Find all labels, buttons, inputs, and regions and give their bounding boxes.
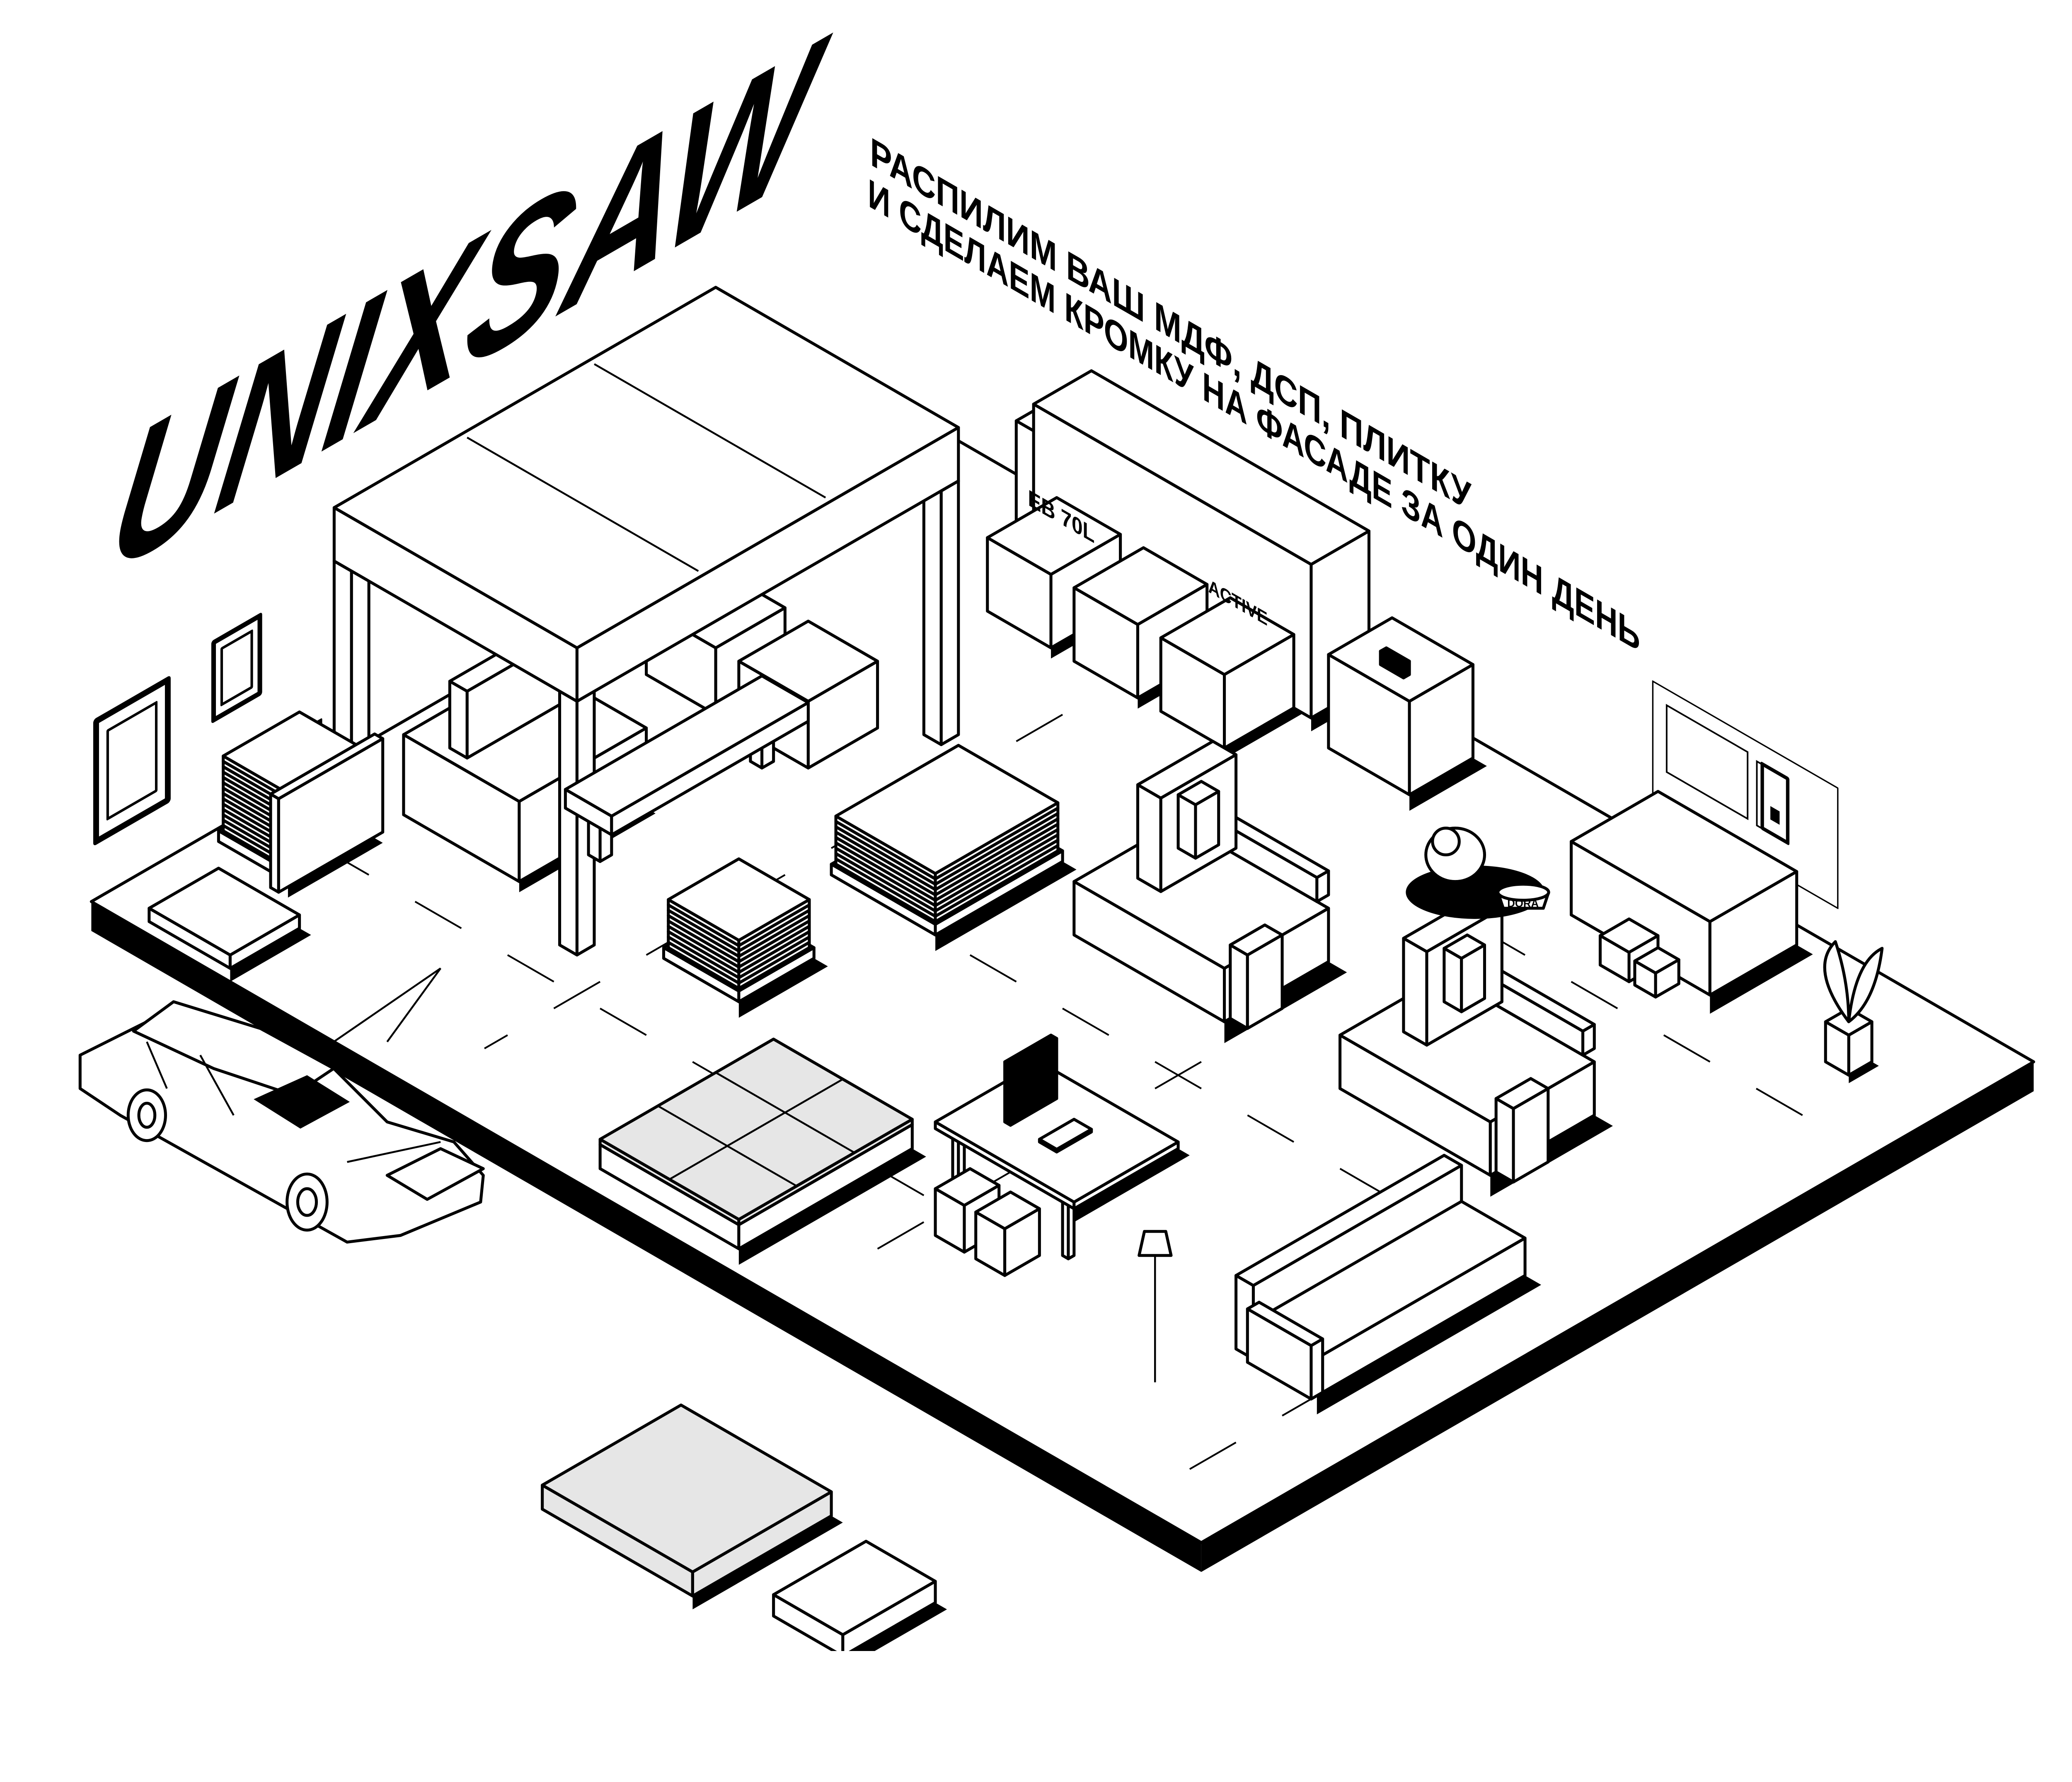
outdoor-tile-stacks <box>541 1404 947 1651</box>
sofa-back-top-face <box>1234 1154 1463 1287</box>
sofa-arm-side-face <box>1310 1337 1324 1401</box>
edge-bander-table-3 <box>1159 596 1303 759</box>
cnc-router-1 <box>1072 739 1347 1043</box>
large-sheet-stack-sheet <box>834 744 1060 880</box>
cnc-router-2-head-top-face <box>1443 933 1486 960</box>
potted-plant <box>1823 940 1884 1084</box>
sofa <box>1234 1154 1542 1415</box>
roof-panel-divider <box>593 363 826 499</box>
left-pallet-area <box>148 710 385 982</box>
cnc-router-1-control-box <box>1229 923 1284 1030</box>
roof <box>332 286 960 703</box>
cnc-router-1-head <box>1176 780 1220 860</box>
office-desk <box>934 1033 1190 1277</box>
floor-lamp <box>1138 1230 1173 1382</box>
edge-bander-table-1-top-face <box>986 496 1122 576</box>
floor-edge-front <box>91 902 1201 1572</box>
cnc-router-1-control-box-front-face <box>1229 943 1249 1030</box>
cabinet-clock <box>1379 646 1411 679</box>
car-hubcap-rear <box>137 1101 157 1129</box>
wall-picture-small <box>211 613 262 723</box>
trash-bin <box>1633 946 1680 999</box>
interior-cnc-gantry-front-face <box>448 679 469 760</box>
empty-pallet <box>148 866 311 982</box>
small-sheet-stack-sheet <box>667 857 811 947</box>
roof-top-face <box>332 286 960 650</box>
aisle-marking <box>322 847 948 1210</box>
cnc-router-2-gantry-front-face <box>1402 937 1428 1047</box>
cnc-router-1-head-top-face <box>1176 780 1220 806</box>
cabinet-clock-top-face <box>1379 646 1411 666</box>
lamp-shade <box>1138 1230 1173 1257</box>
conveyor-bed-top-face <box>564 674 810 818</box>
cnc-router-1-gantry-top-face <box>1136 739 1238 800</box>
outdoor-tiles-top-face <box>541 1404 833 1573</box>
wall-panel-switch <box>1760 761 1790 845</box>
cnc-router-2-control-box <box>1494 1077 1550 1184</box>
floor-edge-right <box>1201 1062 2034 1572</box>
trash-bin-top-face <box>1633 946 1680 975</box>
small-sheet-stack-sheet-top-face <box>667 857 811 942</box>
monitor-top-face <box>1003 1033 1058 1067</box>
outdoor-tiles <box>541 1404 843 1610</box>
sofa-arm <box>1246 1300 1324 1401</box>
keyboard <box>1038 1118 1093 1154</box>
right-post-front-face <box>922 479 943 747</box>
car-grille <box>385 1147 485 1201</box>
aisle-marking <box>1177 1281 1514 1477</box>
bowl-label: DORA <box>1507 898 1539 909</box>
car-hubcap-front <box>296 1187 318 1217</box>
plant-leaves <box>1823 940 1884 1023</box>
bowl-rim <box>1496 883 1550 902</box>
front-post-front-face <box>558 690 579 957</box>
keyboard-top-face <box>1038 1118 1093 1151</box>
car-pointer <box>333 967 441 1043</box>
chair-2 <box>974 1190 1041 1277</box>
car-windshield <box>254 1075 350 1129</box>
tile-seam <box>669 1078 844 1181</box>
edge-bander-table-3-top-face <box>1159 596 1295 676</box>
dog-head <box>1431 827 1461 856</box>
tile-seam <box>657 1105 797 1187</box>
chair-1-top-face <box>934 1167 1001 1207</box>
aisle-marking <box>1478 927 1826 1130</box>
cnc-router-1-gantry-front-face <box>1136 783 1162 893</box>
right-post <box>922 469 960 747</box>
roller-conveyor <box>564 674 810 863</box>
chair-2-top-face <box>974 1190 1041 1230</box>
leaning-panel-top-face <box>269 732 385 800</box>
car-door-lines <box>146 1041 441 1163</box>
cnc-router-2-head <box>1443 933 1486 1013</box>
cnc-router-2-control-box-top-face <box>1494 1077 1550 1110</box>
aisle-marking <box>831 1061 1202 1276</box>
dog-bowl: DORA <box>1406 827 1550 919</box>
outdoor-tiles-small-top-face <box>772 1540 937 1637</box>
furniture-and-machines <box>148 286 1884 1651</box>
workshop-illustration: UNIXSAW РАСПИЛИМ ВАШ МДФ, ДСП, ПЛИТКУ И … <box>78 0 2036 1651</box>
cnc-router-1-control-box-top-face <box>1229 923 1284 957</box>
right-post-side-face <box>939 479 960 747</box>
edge-bander-machine <box>986 369 1381 759</box>
printer-top-face <box>1598 917 1660 954</box>
small-sheet-stack <box>662 857 828 1018</box>
sofa-arm-top-face <box>1246 1300 1324 1347</box>
large-sheet-stack-sheet-top-face <box>834 744 1060 875</box>
edge-bander-table-2-top-face <box>1072 546 1209 626</box>
car <box>78 967 485 1244</box>
car-roof <box>132 1000 335 1097</box>
leaning-panel <box>269 732 385 894</box>
edge-bander-body-top-face <box>1032 369 1371 566</box>
empty-pallet-top-face <box>148 866 301 957</box>
reception-desk-body-top-face <box>1570 790 1798 923</box>
roof-panel-divider <box>467 436 699 572</box>
tile-stack <box>598 1038 926 1265</box>
tile-seam <box>715 1072 855 1154</box>
conveyor-bed <box>564 674 810 836</box>
monitor <box>1003 1033 1058 1127</box>
reception-desk <box>1570 790 1813 1014</box>
wall-picture-large <box>93 676 171 846</box>
cnc-router-2-control-box-front-face <box>1494 1097 1515 1184</box>
outdoor-tiles-small <box>772 1540 947 1651</box>
large-sheet-stack <box>830 744 1077 951</box>
